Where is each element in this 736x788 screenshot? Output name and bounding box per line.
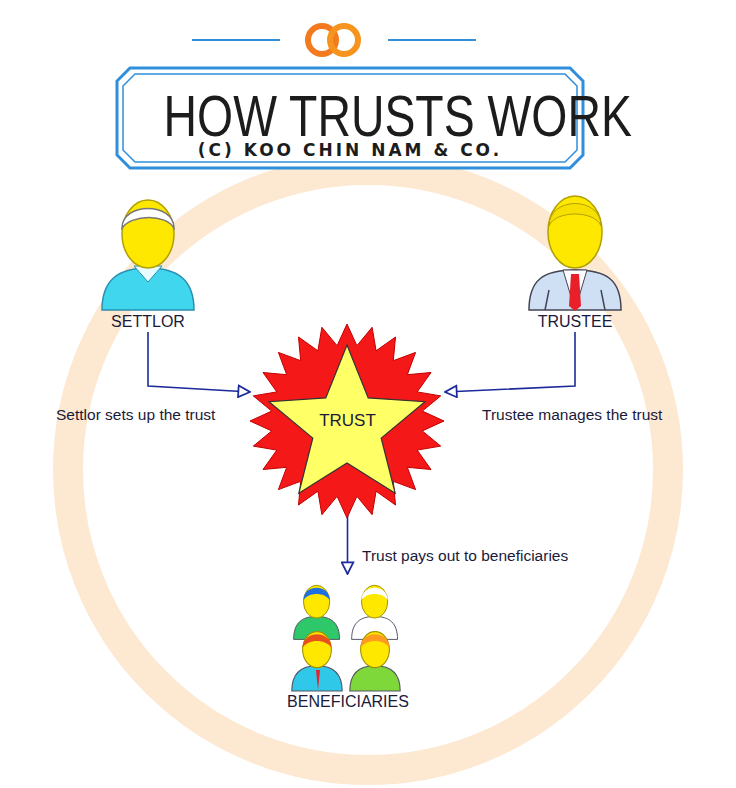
node-label: BENEFICIARIES (287, 692, 409, 712)
settlor-node: SETTLOR (88, 180, 208, 332)
title-frame (117, 68, 583, 168)
edge-label: Settlor sets up the trust (54, 405, 217, 424)
beneficiaries-icon (288, 580, 408, 692)
logo-rings (308, 26, 358, 54)
title: HOW TRUSTS WORK (164, 84, 537, 148)
background-ring (68, 170, 668, 770)
trustee-node: TRUSTEE (515, 176, 635, 332)
connector (148, 332, 250, 392)
node-label: TRUST (319, 411, 376, 431)
deco-line (388, 39, 476, 41)
deco-line (192, 39, 280, 41)
copyright-label: (C) KOO CHIN NAM & CO. (117, 140, 583, 160)
beneficiaries-node: BENEFICIARIES (273, 572, 423, 712)
node-label: TRUSTEE (538, 312, 613, 332)
edge-label: Trust pays out to beneficiaries (360, 546, 570, 565)
node-label: SETTLOR (111, 312, 185, 332)
trustee-icon (525, 190, 625, 312)
title-box: HOW TRUSTS WORK(C) KOO CHIN NAM & CO. (117, 68, 583, 168)
trust-star: TRUST (250, 322, 445, 520)
settlor-icon (98, 194, 198, 312)
edge-label: Trustee manages the trust (480, 405, 664, 424)
connector (347, 512, 349, 574)
connector (445, 332, 575, 392)
